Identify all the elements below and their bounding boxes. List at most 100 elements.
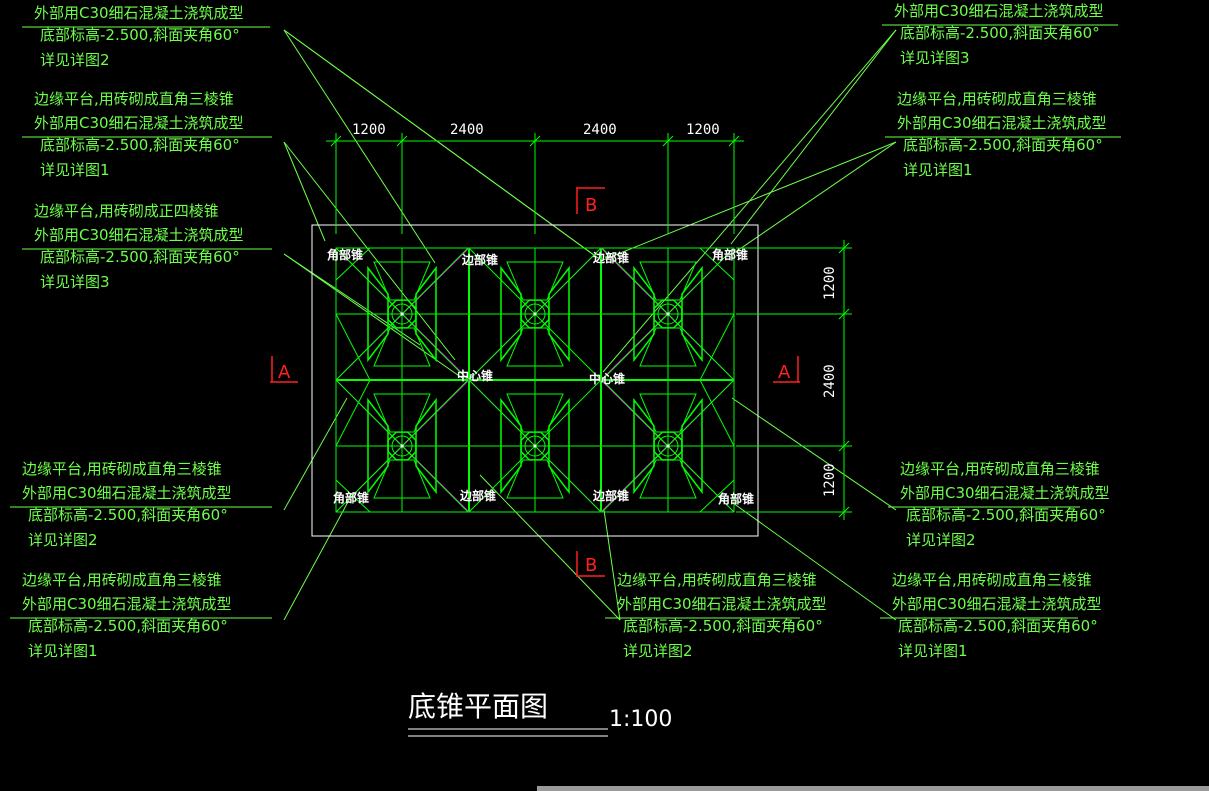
cone-3-ray-7 [468, 313, 536, 381]
note-9: 边缘平台,用砖砌成直角三棱锥外部用C30细石混凝土浇筑成型底部标高-2.500,… [605, 571, 827, 660]
cone-plan [335, 247, 735, 513]
cone-5-ray-7 [601, 313, 669, 381]
leader-10 [283, 253, 466, 381]
note-10-line-1: 边缘平台,用砖砌成直角三棱锥 [892, 571, 1092, 589]
cone-1-ray-3 [401, 247, 469, 315]
dimension-lines [326, 133, 852, 520]
cone-1-octagon [387, 299, 417, 329]
note-10-line-4: 详见详图1 [898, 642, 968, 660]
cone-5-ray-5 [667, 313, 735, 381]
top-dim-tick-2 [396, 135, 408, 147]
cone-unit-3 [468, 247, 602, 381]
top-dim-4: 1200 [686, 122, 720, 138]
note-5-line-1: 边缘平台,用砖砌成正四棱锥 [34, 202, 219, 220]
note-10: 边缘平台,用砖砌成直角三棱锥外部用C30细石混凝土浇筑成型底部标高-2.500,… [880, 571, 1102, 660]
cone-5-ray-1 [601, 247, 669, 315]
cone-unit-6 [601, 379, 735, 513]
edge-facet-1 [335, 313, 371, 381]
leader-lines [283, 29, 897, 621]
cone-2-ray-1 [335, 379, 403, 447]
cone-label-corner-tl: 角部锥 [327, 247, 363, 262]
top-dim-tick-3 [529, 135, 541, 147]
cone-label-corner-bl: 角部锥 [333, 490, 369, 505]
cone-5-ray-3 [667, 247, 735, 315]
corner-chamfer-4 [699, 479, 735, 513]
drawing-scale: 1:100 [609, 707, 672, 732]
note-1: 边缘平台,用砖砌成直角三棱锥外部用C30细石混凝土浇筑成型底部标高-2.500,… [22, 4, 270, 69]
cone-3-ray-1 [468, 247, 536, 315]
drawing-title: 底锥平面图 [408, 690, 548, 723]
cone-4-center-dot [533, 444, 537, 448]
cone-6-core [657, 435, 679, 457]
note-9-line-2: 外部用C30细石混凝土浇筑成型 [617, 595, 827, 613]
cone-2-ray-5 [401, 445, 469, 513]
cone-3-ray-5 [534, 313, 602, 381]
note-7: 边缘平台,用砖砌成直角三棱锥外部用C30细石混凝土浇筑成型底部标高-2.500,… [888, 460, 1110, 549]
section-a-right-mark [773, 356, 800, 383]
note-1-line-4: 详见详图2 [40, 51, 110, 69]
note-6-line-2: 外部用C30细石混凝土浇筑成型 [22, 484, 232, 502]
note-5-line-2: 外部用C30细石混凝土浇筑成型 [34, 226, 244, 244]
cone-5-octagon [653, 299, 683, 329]
leader-7 [283, 141, 456, 361]
cone-5-core [657, 303, 679, 325]
leader-9 [602, 141, 897, 261]
cone-label-corner-tr: 角部锥 [712, 247, 748, 262]
side-dim-tick-2 [838, 308, 850, 320]
note-6: 边缘平台,用砖砌成直角三棱锥外部用C30细石混凝土浇筑成型底部标高-2.500,… [10, 460, 272, 549]
cone-2-ray-3 [401, 379, 469, 447]
note-4: 边缘平台,用砖砌成直角三棱锥外部用C30细石混凝土浇筑成型底部标高-2.500,… [885, 90, 1121, 179]
cone-1-ray-7 [335, 313, 403, 381]
section-a-left-label: A [278, 362, 291, 383]
note-9-line-3: 底部标高-2.500,斜面夹角60° [623, 617, 823, 635]
corner-chamfer-2 [699, 247, 735, 281]
corner-chamfer-1 [335, 247, 371, 281]
cone-1-wing-2 [415, 265, 437, 363]
cone-unit-1 [335, 247, 469, 381]
section-b-bottom-label: B [585, 555, 597, 576]
leader-2 [283, 29, 599, 259]
cone-4-ray-3 [534, 379, 602, 447]
note-5-line-4: 详见详图3 [40, 273, 110, 291]
note-8-line-3: 底部标高-2.500,斜面夹角60° [28, 617, 228, 635]
top-dim-1: 1200 [352, 122, 386, 138]
leader-11 [283, 253, 421, 346]
leader-13 [731, 397, 897, 511]
cone-6-ray-7 [601, 445, 669, 513]
note-10-line-3: 底部标高-2.500,斜面夹角60° [898, 617, 1098, 635]
cone-3-wing-2 [548, 265, 570, 363]
cone-1-ray-5 [401, 313, 469, 381]
note-3-line-2: 外部用C30细石混凝土浇筑成型 [34, 114, 244, 132]
note-6-line-1: 边缘平台,用砖砌成直角三棱锥 [22, 460, 222, 478]
top-dim-tick-4 [662, 135, 674, 147]
note-9-line-1: 边缘平台,用砖砌成直角三棱锥 [617, 571, 817, 589]
note-7-line-1: 边缘平台,用砖砌成直角三棱锥 [900, 460, 1100, 478]
cone-6-ray-1 [601, 379, 669, 447]
note-6-line-3: 底部标高-2.500,斜面夹角60° [28, 506, 228, 524]
note-7-line-4: 详见详图2 [906, 531, 976, 549]
section-b-top-mark [576, 187, 605, 214]
side-dim-tick-3 [838, 440, 850, 452]
note-7-line-3: 底部标高-2.500,斜面夹角60° [906, 506, 1106, 524]
cone-labels: 角部锥 边部锥 边部锥 角部锥 中心锥 中心锥 角部锥 边部锥 边部锥 角部锥 [327, 247, 754, 506]
side-dim-1: 1200 [822, 266, 838, 300]
cone-label-corner-br: 角部锥 [718, 491, 754, 506]
section-b-bottom-mark [576, 551, 605, 577]
top-dim-2: 2400 [450, 122, 484, 138]
note-8-line-4: 详见详图1 [28, 642, 98, 660]
cone-2-wing-1 [367, 397, 389, 495]
top-dim-3: 2400 [583, 122, 617, 138]
leader-15 [479, 474, 621, 621]
note-2: 边缘平台,用砖砌成直角三棱锥外部用C30细石混凝土浇筑成型底部标高-2.500,… [882, 2, 1118, 67]
cone-5-wing-1 [633, 265, 655, 363]
horizontal-scrollbar[interactable] [537, 786, 1209, 791]
note-3: 边缘平台,用砖砌成直角三棱锥外部用C30细石混凝土浇筑成型底部标高-2.500,… [22, 90, 272, 179]
cone-3-core [524, 303, 546, 325]
cone-4-ray-1 [468, 379, 536, 447]
edge-facet-3 [699, 313, 735, 381]
note-4-line-4: 详见详图1 [903, 161, 973, 179]
annotation-notes: 边缘平台,用砖砌成直角三棱锥外部用C30细石混凝土浇筑成型底部标高-2.500,… [10, 2, 1121, 660]
cone-label-edge-b1: 边部锥 [459, 488, 496, 503]
cone-6-wing-1 [633, 397, 655, 495]
